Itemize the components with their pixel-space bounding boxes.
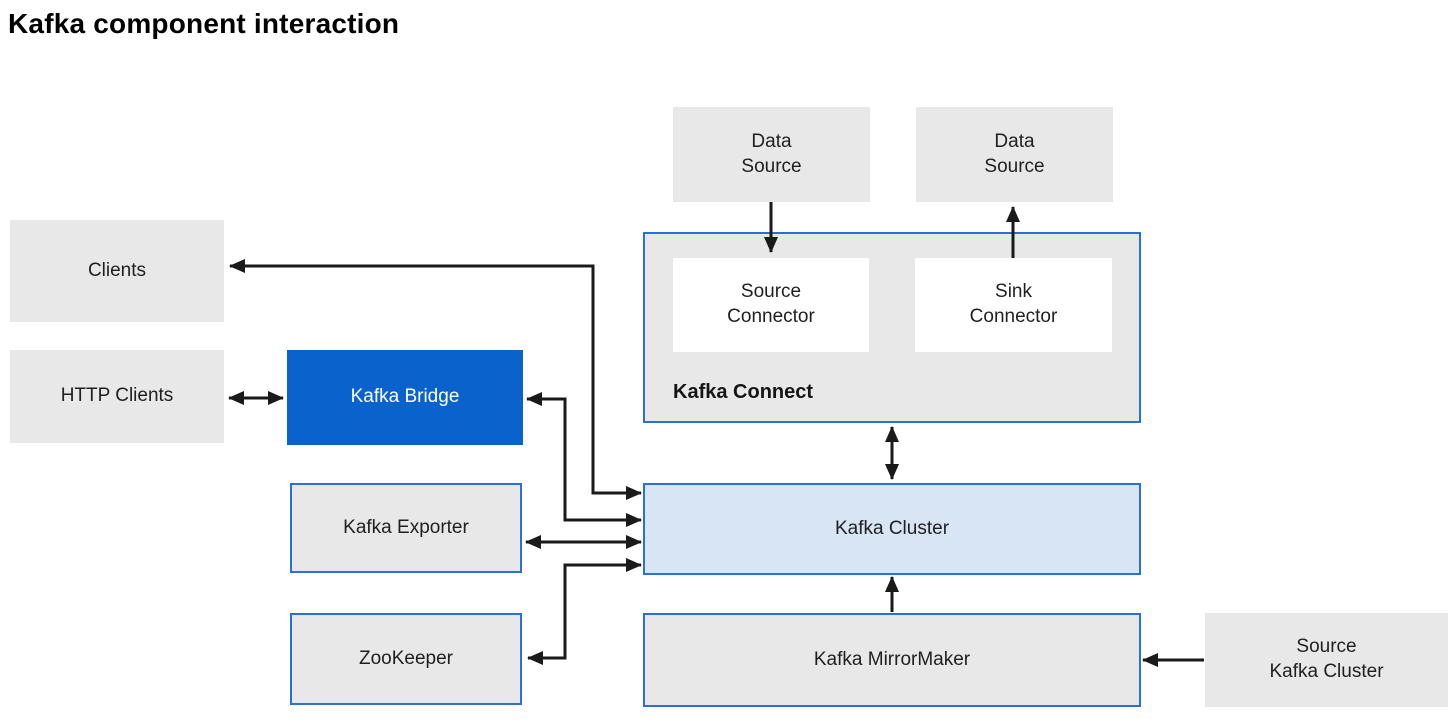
node-http-clients: HTTP Clients <box>10 350 224 443</box>
node-data-source-left: Data Source <box>673 107 870 202</box>
node-data-source-right: Data Source <box>916 107 1113 202</box>
node-source-connector-line2: Connector <box>727 306 815 327</box>
node-sink-connector: Sink Connector <box>915 258 1112 352</box>
node-kafka-bridge: Kafka Bridge <box>287 350 523 445</box>
node-kafka-bridge-label: Kafka Bridge <box>350 386 460 408</box>
node-kafka-cluster-label: Kafka Cluster <box>834 517 950 539</box>
node-data-source-left-line1: Data <box>751 130 792 152</box>
node-data-source-right-line1: Data <box>994 130 1035 152</box>
node-source-connector-line1: Source <box>740 281 802 303</box>
node-source-kafka-cluster-line2: Kafka Cluster <box>1269 661 1384 682</box>
node-kafka-exporter: Kafka Exporter <box>290 483 522 573</box>
node-clients-label: Clients <box>87 259 147 281</box>
node-http-clients-label: HTTP Clients <box>60 385 174 407</box>
node-sink-connector-line1: Sink <box>995 281 1032 303</box>
arrow-kafka-bridge-kafka-cluster <box>526 392 642 527</box>
node-data-source-right-line2: Source <box>984 155 1045 177</box>
node-source-connector: Source Connector <box>673 258 869 352</box>
node-zookeeper-label: ZooKeeper <box>358 647 453 669</box>
node-kafka-exporter-label: Kafka Exporter <box>343 516 469 538</box>
node-kafka-cluster: Kafka Cluster <box>643 483 1141 575</box>
arrow-zookeeper-kafka-cluster <box>527 558 642 665</box>
node-kafka-connect-label: Kafka Connect <box>673 381 814 403</box>
node-source-kafka-cluster-line1: Source <box>1296 636 1357 658</box>
page-title: Kafka component interaction <box>8 8 400 39</box>
node-zookeeper: ZooKeeper <box>290 613 522 705</box>
node-clients: Clients <box>10 220 224 322</box>
node-kafka-mirrormaker-label: Kafka MirrorMaker <box>813 648 971 670</box>
node-sink-connector-line2: Connector <box>969 306 1058 327</box>
node-data-source-left-line2: Source <box>741 155 802 177</box>
node-source-kafka-cluster: Source Kafka Cluster <box>1205 613 1448 707</box>
node-kafka-mirrormaker: Kafka MirrorMaker <box>643 613 1141 707</box>
